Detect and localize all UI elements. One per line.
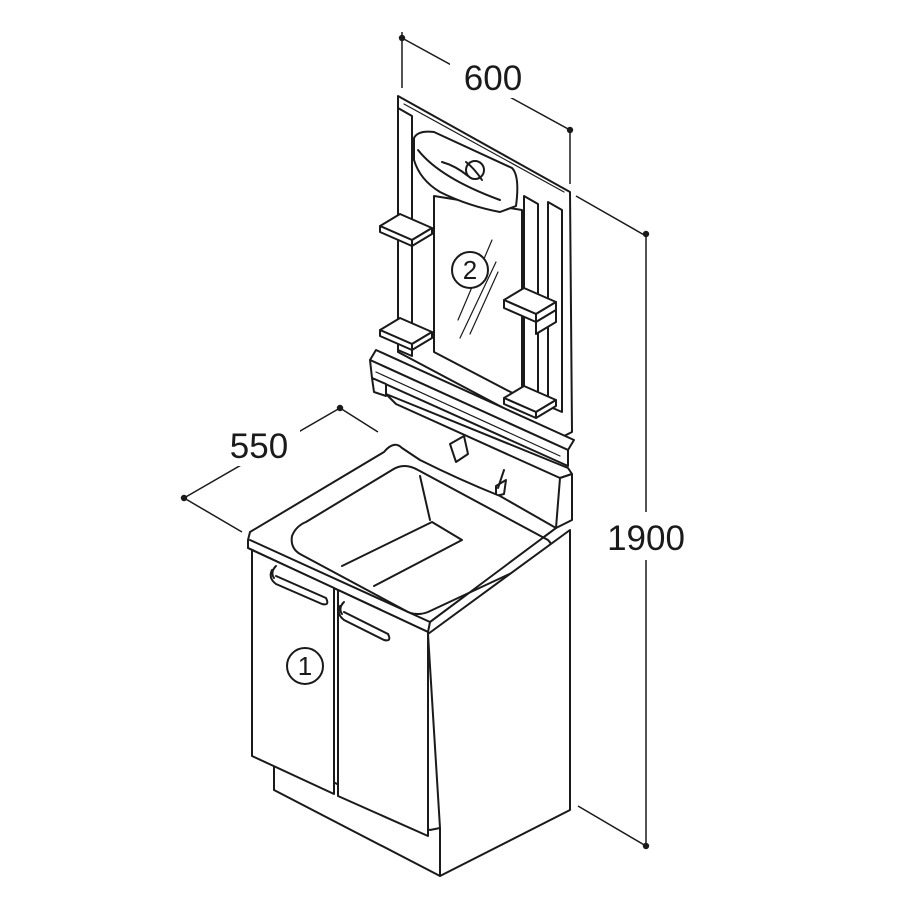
dimension-depth: 550 <box>180 404 379 533</box>
left-door-handle[interactable] <box>269 569 329 606</box>
dimension-height: 1900 <box>575 195 694 850</box>
cabinet-side-panel <box>427 529 571 877</box>
dimension-width-label: 600 <box>464 59 522 98</box>
dimension-width: 600 <box>398 32 574 184</box>
callout-circle-2 <box>451 251 489 289</box>
right-door <box>337 589 429 837</box>
callout-circle-1 <box>286 647 324 685</box>
backsplash-right <box>555 473 573 529</box>
callout-label-1: 1 <box>298 651 312 681</box>
dimension-depth-label: 550 <box>230 427 288 466</box>
sink-top <box>247 443 557 633</box>
callout-1: 1 <box>286 647 324 685</box>
mirror-cabinet <box>369 95 575 467</box>
right-door-handle[interactable] <box>337 605 391 642</box>
callout-2: 2 <box>451 251 489 289</box>
callout-label-2: 2 <box>463 255 477 285</box>
faucet <box>449 435 469 463</box>
backsplash <box>385 393 573 529</box>
dimension-height-label: 1900 <box>607 519 685 558</box>
